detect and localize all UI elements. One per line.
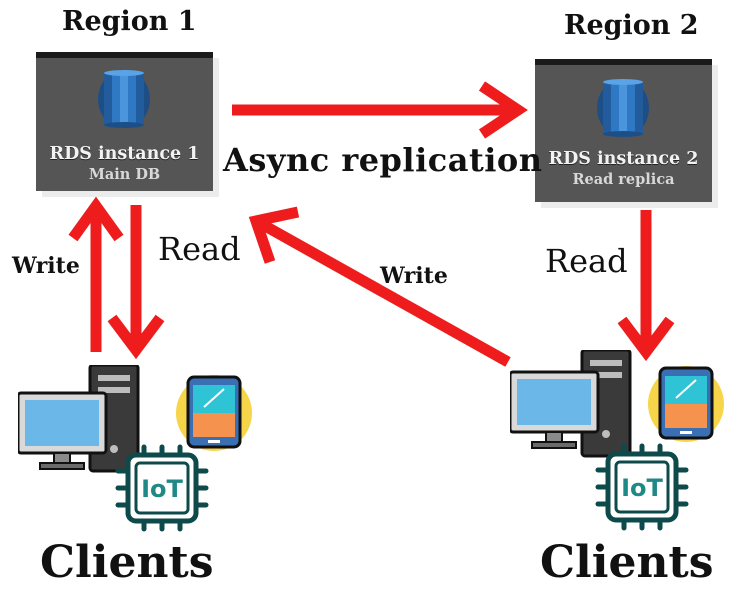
svg-text:IoT: IoT: [141, 475, 183, 503]
cross-write-label: Write: [380, 263, 448, 289]
cross-write-arrow: [255, 217, 511, 367]
rds-instance-1-name: RDS instance 1: [49, 144, 200, 164]
svg-text:IoT: IoT: [621, 474, 663, 502]
cross-write-arrowhead: [248, 206, 300, 264]
rds-database-icon: [98, 70, 150, 128]
right-read-arrowhead: [617, 316, 675, 362]
clients-1-label: Clients: [40, 537, 214, 588]
tablet-icon: [176, 375, 252, 451]
desktop-computer-icon: [18, 365, 140, 473]
left-write-arrowhead: [68, 196, 124, 242]
desktop-computer-icon: [510, 350, 632, 458]
client-group-2: IoT: [500, 350, 750, 535]
rds-database-icon: [597, 79, 649, 137]
rds-instance-2-card: RDS instance 2 Read replica: [535, 59, 712, 202]
async-replication-label: Async replication: [223, 141, 543, 179]
iot-chip-icon: IoT: [115, 444, 209, 532]
rds-instance-1-card: RDS instance 1 Main DB: [36, 52, 213, 191]
left-write-label: Write: [12, 253, 80, 279]
right-read-label: Read: [545, 242, 628, 280]
region-2-title: Region 2: [564, 10, 699, 41]
clients-2-label: Clients: [540, 537, 714, 588]
left-read-arrowhead: [107, 314, 165, 360]
rds-instance-2-name: RDS instance 2: [548, 149, 699, 169]
client-group-1: IoT: [0, 355, 270, 535]
region-1-title: Region 1: [62, 6, 197, 37]
rds-instance-1-role: Main DB: [88, 166, 161, 183]
replication-arrowhead: [478, 81, 528, 139]
iot-chip-icon: IoT: [595, 443, 689, 531]
tablet-icon: [648, 366, 724, 442]
left-read-label: Read: [158, 230, 241, 268]
rds-instance-2-role: Read replica: [572, 171, 675, 188]
